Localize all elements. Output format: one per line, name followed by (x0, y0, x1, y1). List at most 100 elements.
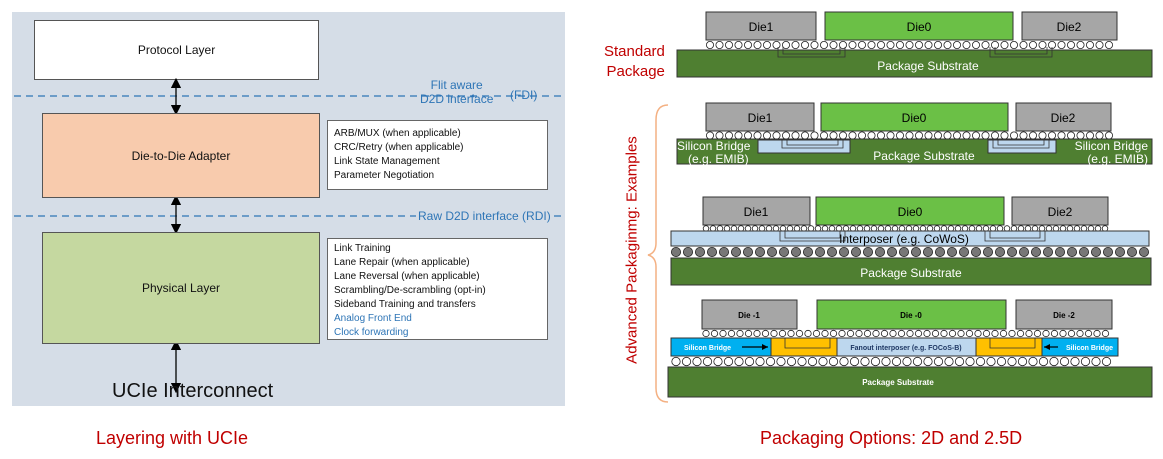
bump (962, 131, 971, 140)
bump (1045, 225, 1053, 232)
bump (915, 131, 924, 140)
bump (743, 246, 754, 257)
bump (1038, 41, 1047, 50)
bump (849, 356, 860, 367)
bump (779, 246, 790, 257)
adapter-item: Link State Management (334, 156, 440, 167)
bump (709, 225, 717, 232)
bump (1101, 356, 1112, 367)
bump (1080, 225, 1088, 232)
bump (911, 246, 922, 257)
bump (848, 131, 857, 140)
bump (999, 329, 1008, 338)
bump (912, 225, 920, 232)
pkg4-die0 (816, 299, 1007, 330)
bump (744, 41, 753, 50)
bump (835, 225, 843, 232)
bump (1048, 131, 1057, 140)
bump (702, 356, 713, 367)
bump (953, 41, 962, 50)
physical-item-blue: Clock forwarding (334, 327, 409, 338)
physical-item: Lane Reversal (when applicable) (334, 271, 480, 282)
bump (849, 225, 857, 232)
bump (863, 246, 874, 257)
bump (855, 329, 863, 338)
bump (972, 131, 981, 140)
bump (891, 356, 902, 367)
pkg3-interposer (670, 230, 1150, 247)
bump (972, 41, 981, 50)
bump (681, 356, 692, 367)
bump (828, 356, 839, 367)
pkg1-trace-left (777, 47, 846, 58)
bump (758, 225, 766, 232)
bump (839, 131, 848, 140)
pkg1-die2-label: Die2 (1057, 20, 1082, 34)
pkg2-die1-label: Die1 (748, 111, 773, 125)
pkg3-die0 (815, 196, 1005, 226)
bump (801, 41, 810, 50)
rdi-label: Raw D2D interface (RDI) (416, 209, 553, 223)
pkg2-die1 (705, 102, 815, 132)
pkg4-bridge-left-label: Silicon Bridge (684, 345, 731, 352)
pkg3-substrate-label: Package Substrate (860, 266, 962, 280)
bump (767, 246, 778, 257)
bump (1031, 246, 1042, 257)
bump (1025, 329, 1033, 338)
bump (683, 246, 694, 257)
bump (926, 225, 934, 232)
layering-caption: Layering with UCIe (96, 428, 249, 448)
bump (761, 329, 770, 338)
pkg4-bridge-right-label: Silicon Bridge (1066, 345, 1113, 352)
bump (725, 41, 734, 50)
bump (940, 225, 948, 232)
bump (737, 225, 745, 232)
bump (1066, 225, 1074, 232)
bump (1033, 329, 1042, 338)
bump (782, 41, 791, 50)
bump (1105, 41, 1114, 50)
bump (912, 356, 923, 367)
bump (923, 329, 931, 338)
bump (923, 356, 933, 367)
pkg4-die1 (701, 299, 798, 330)
bump (671, 246, 682, 257)
bump (1091, 246, 1102, 257)
pkg2-bridge-right-trace (992, 140, 1050, 149)
bump (934, 41, 943, 50)
bump (953, 131, 962, 140)
pkg3-interposer-trace-right (984, 231, 1046, 242)
pkg1-die1 (705, 11, 817, 41)
bump (755, 356, 765, 367)
bump (982, 225, 990, 232)
pkg3-die2-label: Die2 (1048, 205, 1073, 219)
pkg1-die0 (824, 11, 1014, 41)
pkg1-die0-label: Die0 (907, 20, 932, 34)
physical-item: Sideband Training and transfers (334, 299, 476, 310)
bump (906, 329, 914, 338)
bump (934, 131, 943, 140)
bump (730, 225, 738, 232)
bump (801, 131, 810, 140)
bump (804, 329, 812, 338)
bump (1067, 41, 1076, 50)
fdi-abbr: (FDI) (510, 88, 538, 102)
bump (829, 329, 838, 338)
pkg4-bridge-right (1041, 337, 1119, 357)
bump (791, 131, 800, 140)
bump (1067, 329, 1076, 338)
bump (1094, 225, 1102, 232)
bump (965, 356, 975, 367)
bump (881, 356, 891, 367)
bump (1076, 41, 1085, 50)
bump (1080, 356, 1091, 367)
standard-line1: Standard (604, 43, 665, 60)
bump (842, 225, 850, 232)
bump (716, 225, 724, 232)
bump (1057, 41, 1066, 50)
bump (736, 329, 744, 338)
bump (931, 329, 940, 338)
bump (772, 225, 780, 232)
pkg2-substrate-label: Package Substrate (873, 149, 975, 163)
bump (706, 41, 715, 50)
